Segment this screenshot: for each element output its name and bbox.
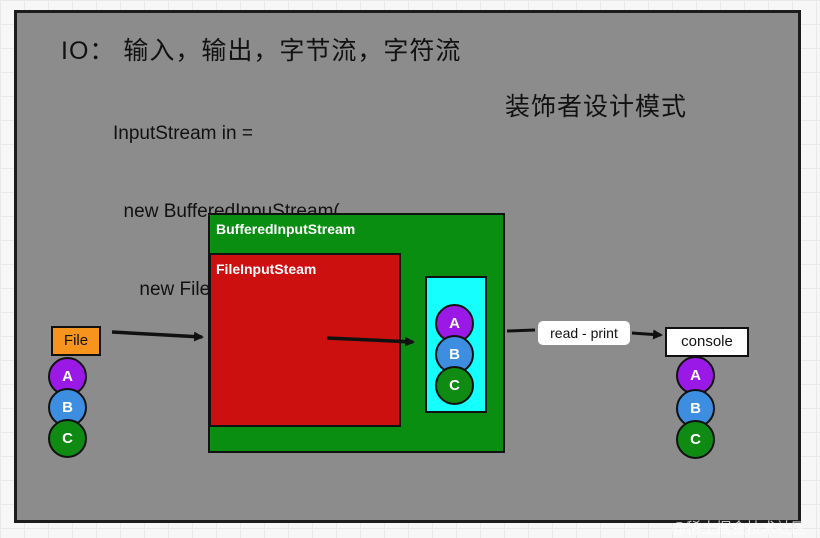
watermark: @稀土掘金技术社区	[671, 520, 807, 537]
read-to-console-arrow	[631, 329, 663, 340]
buffered-input-stream-label: BufferedInputStream	[216, 221, 356, 237]
stream-to-buffer-arrow	[326, 336, 415, 347]
decorator-pattern-label: 装饰者设计模式	[505, 93, 688, 121]
arrows-layer	[111, 328, 663, 347]
file-circle-c: C	[48, 419, 87, 458]
code-line: InputStream in =	[113, 123, 253, 144]
read-print-label: read - print	[538, 321, 630, 345]
file-circle-b: B	[48, 388, 87, 427]
diagram-title: IO： 输入，输出，字节流，字符流	[61, 37, 462, 65]
file-to-stream-arrow	[111, 330, 204, 342]
file-input-stream-label: FileInputSteam	[216, 261, 317, 277]
buffer-circle-c: C	[435, 366, 474, 405]
file-box: File	[51, 326, 101, 356]
diagram-canvas: IO： 输入，输出，字节流，字符流 InputStream in = new B…	[14, 10, 806, 537]
buffer-to-read-arrow	[506, 328, 536, 333]
console-box: console	[665, 327, 749, 357]
console-circle-c: C	[676, 420, 715, 459]
